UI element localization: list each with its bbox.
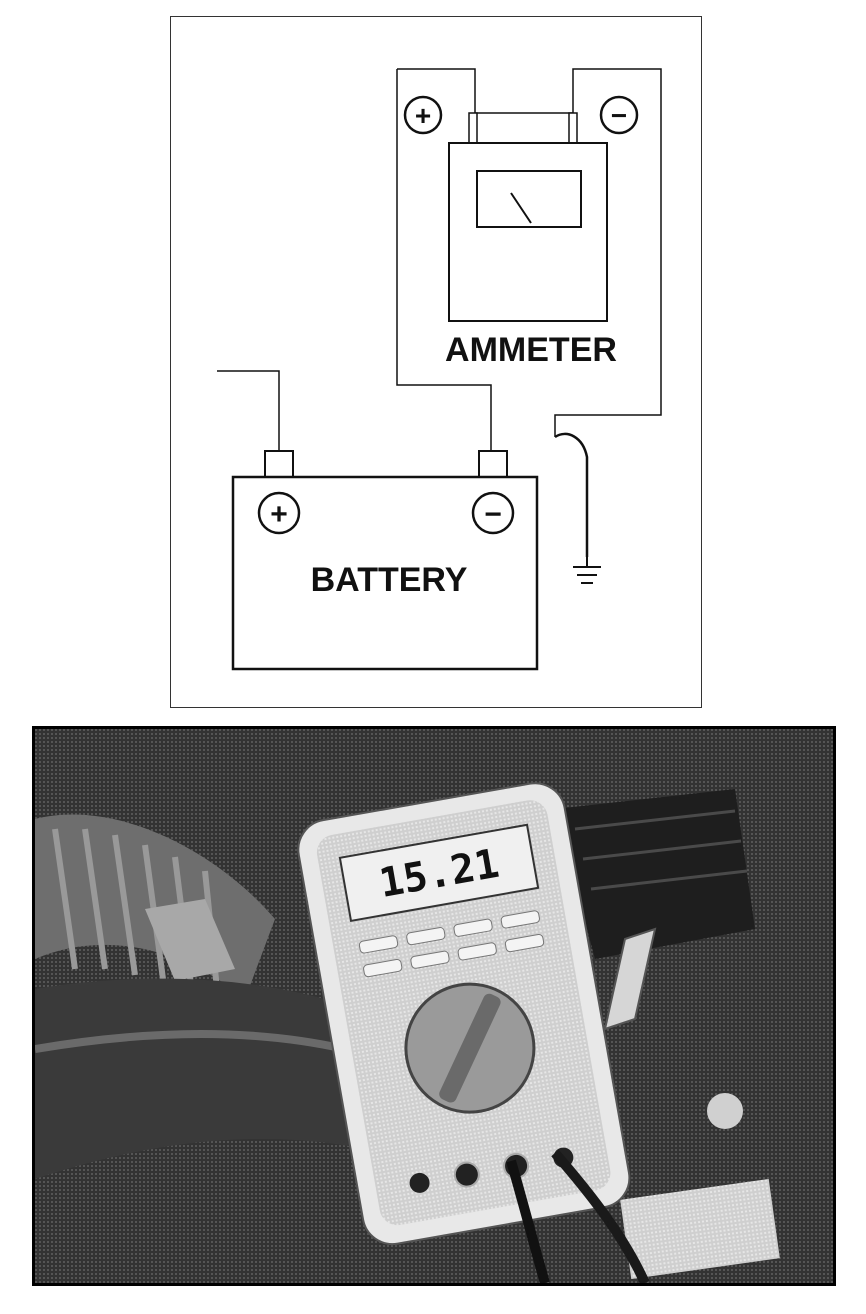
battery-negative-post: [478, 450, 508, 478]
svg-text:−: −: [484, 498, 502, 531]
diagram-svg: + − AMMETER + − BATTERY: [217, 68, 662, 671]
multimeter-dial-knob: [439, 993, 501, 1103]
battery-sticker: [620, 1178, 780, 1280]
test-lead-red: [551, 1149, 650, 1283]
svg-text:−: −: [611, 100, 627, 131]
multimeter-lcd: [338, 823, 540, 923]
intake-hose: [35, 814, 275, 999]
ammeter-label: AMMETER: [445, 331, 617, 369]
test-probe-clip: [603, 927, 657, 1031]
battery-label: BATTERY: [311, 561, 468, 599]
ammeter-minus-symbol: −: [599, 95, 639, 135]
fuse-box: [555, 789, 755, 959]
air-box-highlight: [35, 1030, 346, 1053]
multimeter-buttons: [358, 910, 545, 978]
battery-plus-symbol: +: [257, 491, 301, 535]
battery-positive-cable: [217, 370, 280, 451]
ground-icon: [573, 557, 601, 584]
ammeter-display-window: [476, 170, 582, 228]
ammeter-plus-symbol: +: [403, 95, 443, 135]
multimeter: 15.21: [297, 782, 631, 1246]
multimeter-jack-1: [409, 1172, 430, 1193]
ammeter-positive-terminal: [468, 112, 478, 144]
battery-cap: [707, 1093, 743, 1129]
battery-positive-post: [264, 450, 294, 478]
multimeter-jack-2: [453, 1161, 480, 1188]
ammeter-lead-outline-left: [396, 69, 492, 451]
ammeter-body: [448, 142, 608, 322]
multimeter-photo: 15.21: [32, 726, 836, 1286]
test-lead-black: [506, 1159, 550, 1283]
ammeter-lead-outline: [397, 68, 662, 437]
battery-minus-symbol: −: [471, 491, 515, 535]
ammeter-wiring-diagram: + − AMMETER + − BATTERY: [170, 16, 702, 708]
ammeter-negative-terminal: [568, 112, 578, 144]
svg-text:+: +: [415, 100, 431, 131]
svg-text:+: +: [270, 498, 288, 531]
air-box: [35, 978, 365, 1179]
ground-lead: [554, 432, 589, 557]
photo-svg: 15.21: [35, 729, 833, 1283]
ammeter-needle: [510, 192, 532, 224]
